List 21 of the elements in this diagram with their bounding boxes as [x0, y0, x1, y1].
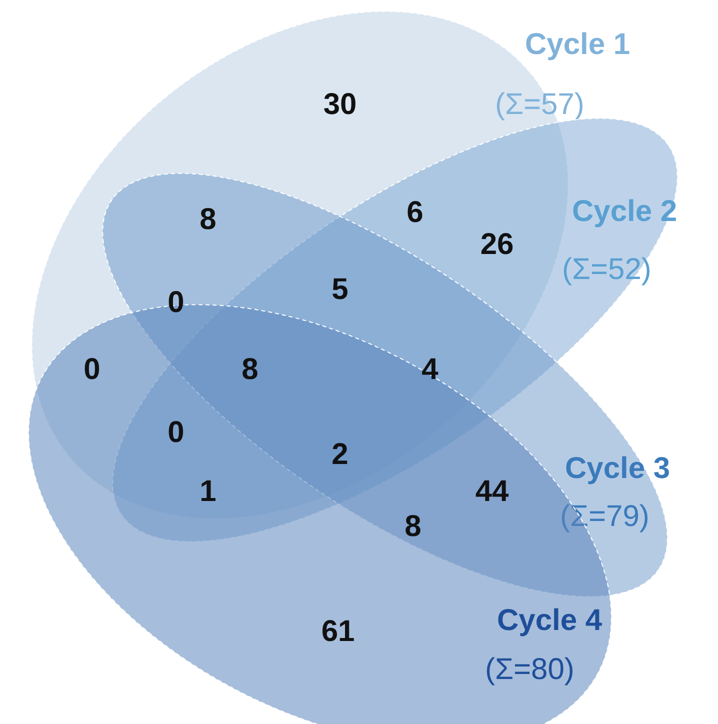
- region-count: 30: [323, 88, 357, 122]
- region-count: 61: [321, 615, 355, 649]
- region-count: 1: [200, 475, 216, 509]
- set-title: Cycle 3: [565, 452, 670, 486]
- set-total: (Σ=80): [485, 653, 574, 687]
- region-count: 0: [168, 286, 184, 320]
- set-total: (Σ=57): [495, 88, 584, 122]
- region-count: 26: [480, 228, 514, 262]
- region-count: 0: [84, 353, 100, 387]
- region-count: 8: [200, 203, 216, 237]
- region-count: 0: [168, 416, 184, 450]
- region-count: 5: [332, 273, 348, 307]
- set-title: Cycle 1: [525, 28, 630, 62]
- region-count: 6: [406, 196, 424, 230]
- set-total: (Σ=79): [560, 500, 650, 534]
- region-count: 4: [422, 353, 438, 387]
- region-count: 8: [404, 510, 422, 544]
- region-count: 8: [242, 353, 258, 387]
- region-count: 44: [475, 475, 509, 509]
- set-title: Cycle 4: [497, 604, 602, 638]
- region-count: 2: [332, 438, 348, 472]
